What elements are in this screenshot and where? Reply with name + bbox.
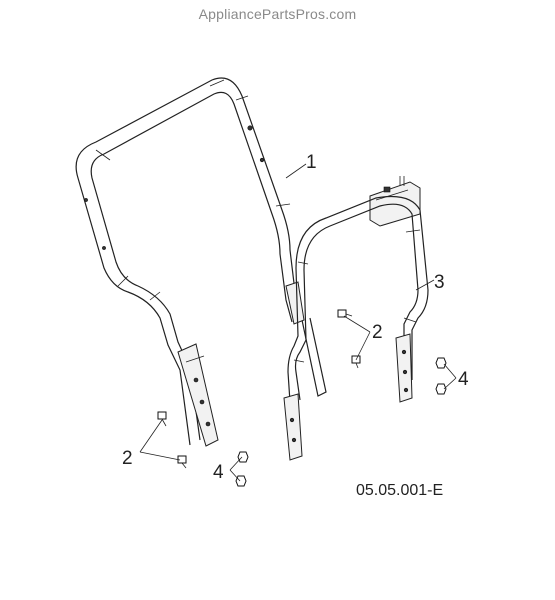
watermark-text: AppliancePartsPros.com xyxy=(198,6,357,22)
nut-hardware-right xyxy=(435,357,447,395)
bolt-hardware-left xyxy=(157,411,187,469)
handle-frame-lower xyxy=(283,176,429,461)
callout-2-right: 2 xyxy=(372,322,383,343)
callout-3: 3 xyxy=(434,272,445,293)
diagram-code: 05.05.001-E xyxy=(356,482,443,499)
callout-4-left: 4 xyxy=(213,462,224,483)
handle-frame-upper xyxy=(75,77,327,447)
callout-4-right: 4 xyxy=(458,369,469,390)
leader-lines xyxy=(139,163,457,482)
callout-2-left: 2 xyxy=(122,448,133,469)
callout-1: 1 xyxy=(306,152,317,173)
nut-hardware-left xyxy=(235,451,249,487)
